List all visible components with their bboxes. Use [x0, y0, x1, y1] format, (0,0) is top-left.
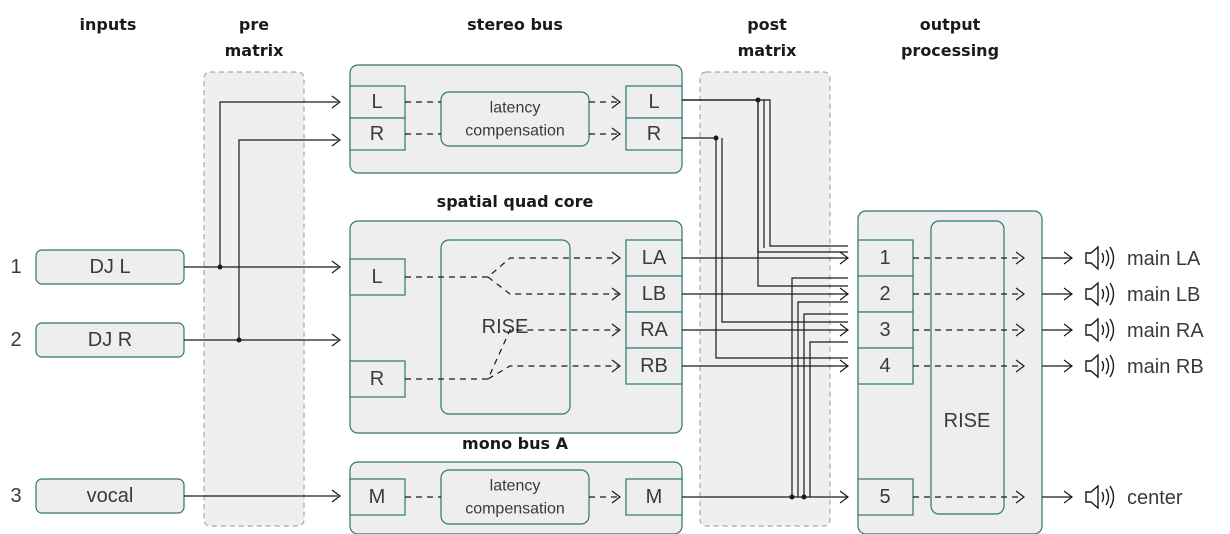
mono-out-m-label: M: [646, 486, 663, 508]
quad-in-l-label: L: [371, 266, 382, 288]
header-output-processing-line1: output: [920, 15, 981, 34]
output-main-rb: main RB: [1127, 356, 1204, 378]
stereo-bus-in-l-label: L: [371, 91, 382, 113]
header-output-processing-line2: processing: [901, 41, 999, 60]
mono-in-m-label: M: [369, 486, 386, 508]
speaker-icon: [1085, 485, 1115, 509]
input-number-3: 3: [10, 485, 21, 507]
stereo-bus-out-l-label: L: [648, 91, 659, 113]
quad-out-rb: [625, 347, 683, 385]
quad-out-la: [625, 239, 683, 277]
output-ch-1: [857, 239, 914, 277]
output-ch-3: [857, 311, 914, 349]
output-ch-4: [857, 347, 914, 385]
stereo-latency-line2: compensation: [465, 123, 565, 140]
mono-in-m: [349, 478, 406, 516]
mono-latency-line1: latency: [490, 478, 541, 495]
stereo-latency-line1: latency: [490, 100, 541, 117]
stereo-latency-box: [440, 91, 590, 147]
quad-out-ra-label: RA: [640, 319, 668, 341]
output-ch-1-label: 1: [879, 247, 890, 269]
stereo-bus-in-l: [349, 85, 406, 119]
quad-rise-label: RISE: [482, 316, 529, 338]
output-ch-5-label: 5: [879, 486, 890, 508]
input-label-dj-r: DJ R: [88, 329, 132, 351]
mono-out-m: [625, 478, 683, 516]
output-center: center: [1127, 487, 1183, 509]
stereo-bus-in-r: [349, 117, 406, 151]
header-inputs: inputs: [80, 15, 137, 34]
stereo-bus-out-r: [625, 117, 683, 151]
header-stereo-bus: stereo bus: [467, 15, 563, 34]
stereo-bus-out-r-label: R: [647, 123, 661, 145]
pre-matrix-zone: [203, 71, 305, 527]
output-main-ra: main RA: [1127, 320, 1204, 342]
connection-wires: [184, 95, 1073, 504]
stereo-bus-out-l: [625, 85, 683, 119]
stereo-bus-in-r-label: R: [370, 123, 384, 145]
header-post-matrix-line2: matrix: [738, 41, 797, 60]
speaker-icon: [1085, 246, 1115, 270]
quad-out-rb-label: RB: [640, 355, 668, 377]
quad-in-r-label: R: [370, 368, 384, 390]
header-spatial-quad-core: spatial quad core: [437, 192, 594, 211]
quad-in-l: [349, 258, 406, 296]
header-mono-bus-a: mono bus A: [462, 434, 569, 453]
quad-out-lb-label: LB: [642, 283, 666, 305]
quad-out-la-label: LA: [642, 247, 667, 269]
output-ch-5: [857, 478, 914, 516]
output-rise-label: RISE: [944, 410, 991, 432]
output-main-lb: main LB: [1127, 284, 1200, 306]
output-rise-engine: [930, 220, 1005, 515]
header-pre-matrix-line1: pre: [239, 15, 269, 34]
input-number-2: 2: [10, 329, 21, 351]
input-number-1: 1: [10, 256, 21, 278]
output-main-la: main LA: [1127, 248, 1201, 270]
speaker-icon: [1085, 354, 1115, 378]
output-ch-2-label: 2: [879, 283, 890, 305]
header-post-matrix-line1: post: [747, 15, 787, 34]
output-ch-3-label: 3: [879, 319, 890, 341]
mono-latency-line2: compensation: [465, 501, 565, 518]
speaker-icon: [1085, 282, 1115, 306]
input-label-dj-l: DJ L: [89, 256, 130, 278]
output-ch-4-label: 4: [879, 355, 890, 377]
header-pre-matrix-line2: matrix: [225, 41, 284, 60]
input-label-vocal: vocal: [87, 485, 134, 507]
speaker-icon: [1085, 318, 1115, 342]
quad-rise-engine: [440, 239, 571, 415]
